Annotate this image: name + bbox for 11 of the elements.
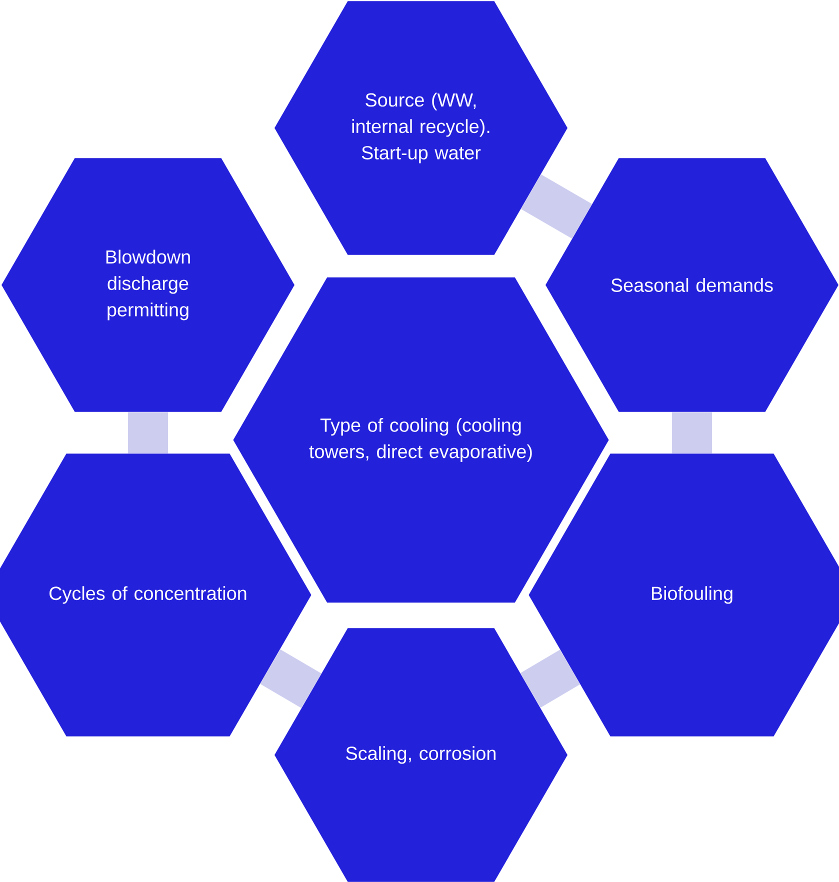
hexagon: Seasonal demands (546, 158, 838, 412)
hexagon: Source (WW, internal recycle). Start-up water (274, 1, 568, 255)
connector-band (520, 174, 592, 239)
node-label: Biofouling (652, 586, 732, 604)
hexagon: Blowdown discharge permitting (2, 158, 294, 412)
hexagon: Scaling, corrosion (274, 628, 568, 882)
connector-band (672, 412, 712, 454)
connector-band (520, 650, 580, 708)
hexagon: Cycles of concentration (0, 454, 312, 736)
connector-band (260, 649, 322, 708)
connector-band (128, 412, 168, 454)
